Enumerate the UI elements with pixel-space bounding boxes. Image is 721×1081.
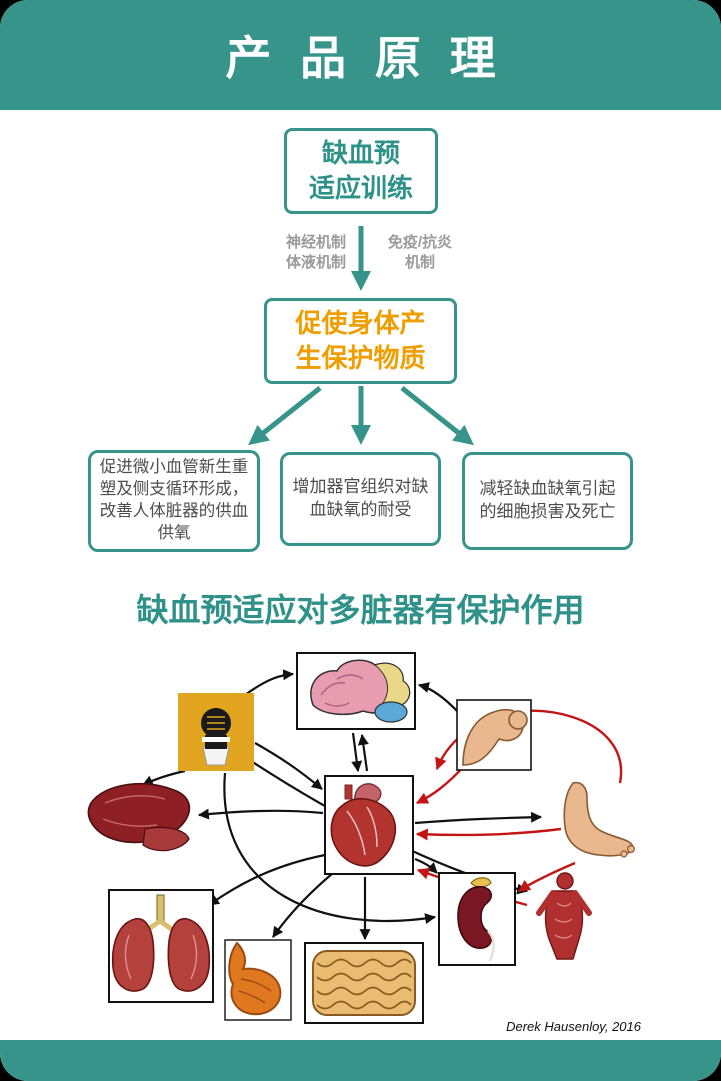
arrow-label-right: 免疫/抗炎 机制 bbox=[374, 233, 466, 274]
arrow-down-right bbox=[400, 386, 474, 446]
arrow-label-left-line2: 体液机制 bbox=[285, 254, 346, 272]
kidney-icon bbox=[438, 872, 516, 966]
arrow-fist-liver bbox=[142, 769, 186, 786]
brain-icon bbox=[296, 652, 416, 730]
arrow-heart-lungs bbox=[208, 853, 326, 906]
arrow-heart-kidney bbox=[414, 857, 438, 874]
flow-box-training-line2: 适应训练 bbox=[308, 173, 413, 203]
flow-box-outcome-reduce-damage: 减轻缺血缺氧引起的细胞损害及死亡 bbox=[462, 452, 633, 550]
arrow-heart-liver bbox=[197, 808, 324, 820]
header-banner: 产 品 原 理 bbox=[0, 0, 721, 110]
footer-bar bbox=[0, 1040, 721, 1081]
flow-box-protective-line1: 促使身体产 bbox=[295, 307, 426, 338]
flexed-arm-icon bbox=[456, 699, 532, 771]
arrow-heart-foot bbox=[414, 811, 543, 825]
arrow-fist-brain bbox=[244, 669, 295, 696]
skeletal-muscle-icon bbox=[536, 872, 592, 960]
arrow-label-right-line2: 机制 bbox=[404, 254, 435, 272]
figure-citation: Derek Hausenloy, 2016 bbox=[506, 1019, 641, 1034]
organ-protection-figure: Derek Hausenloy, 2016 bbox=[75, 643, 647, 1038]
red-arrow-foot-kidney bbox=[518, 861, 576, 892]
flow-box-outcome-tolerance: 增加器官组织对缺血缺氧的耐受 bbox=[280, 452, 441, 546]
flow-box-outcome-angiogenesis: 促进微小血管新生重塑及侧支循环形成，改善人体脏器的供血供氧 bbox=[88, 450, 260, 552]
arrow-arm-brain bbox=[417, 682, 460, 714]
page-title: 产 品 原 理 bbox=[225, 32, 504, 84]
arrow-fist-heart bbox=[254, 742, 323, 790]
arrow-down-left bbox=[248, 386, 322, 446]
intestines-icon bbox=[304, 942, 424, 1024]
red-arrow-foot-heart bbox=[415, 827, 562, 841]
flow-box-protective-line2: 生保护物质 bbox=[295, 343, 426, 373]
stomach-icon bbox=[224, 939, 292, 1021]
flow-box-protective-substances: 促使身体产 生保护物质 bbox=[264, 298, 457, 384]
clenched-fist-icon bbox=[178, 693, 254, 771]
flow-box-training-line1: 缺血预 bbox=[321, 137, 400, 168]
arrow-heart-stomach bbox=[272, 872, 334, 938]
arrow-label-right-line1: 免疫/抗炎 bbox=[387, 234, 453, 251]
organ-diagram bbox=[87, 652, 635, 1024]
heart-icon bbox=[324, 775, 414, 875]
arrow-heart-brain bbox=[357, 733, 369, 772]
arrow-label-left-line1: 神经机制 bbox=[285, 234, 346, 251]
liver-icon bbox=[87, 783, 191, 852]
arrow-brain-heart bbox=[351, 732, 363, 773]
flow-box-training: 缺血预 适应训练 bbox=[284, 128, 438, 214]
section-heading: 缺血预适应对多脏器有保护作用 bbox=[136, 592, 585, 628]
arrow-fist-kidney bbox=[223, 772, 437, 925]
arrow-label-left: 神经机制 体液机制 bbox=[238, 233, 346, 274]
lungs-icon bbox=[108, 889, 214, 1003]
foot-icon bbox=[563, 781, 635, 858]
